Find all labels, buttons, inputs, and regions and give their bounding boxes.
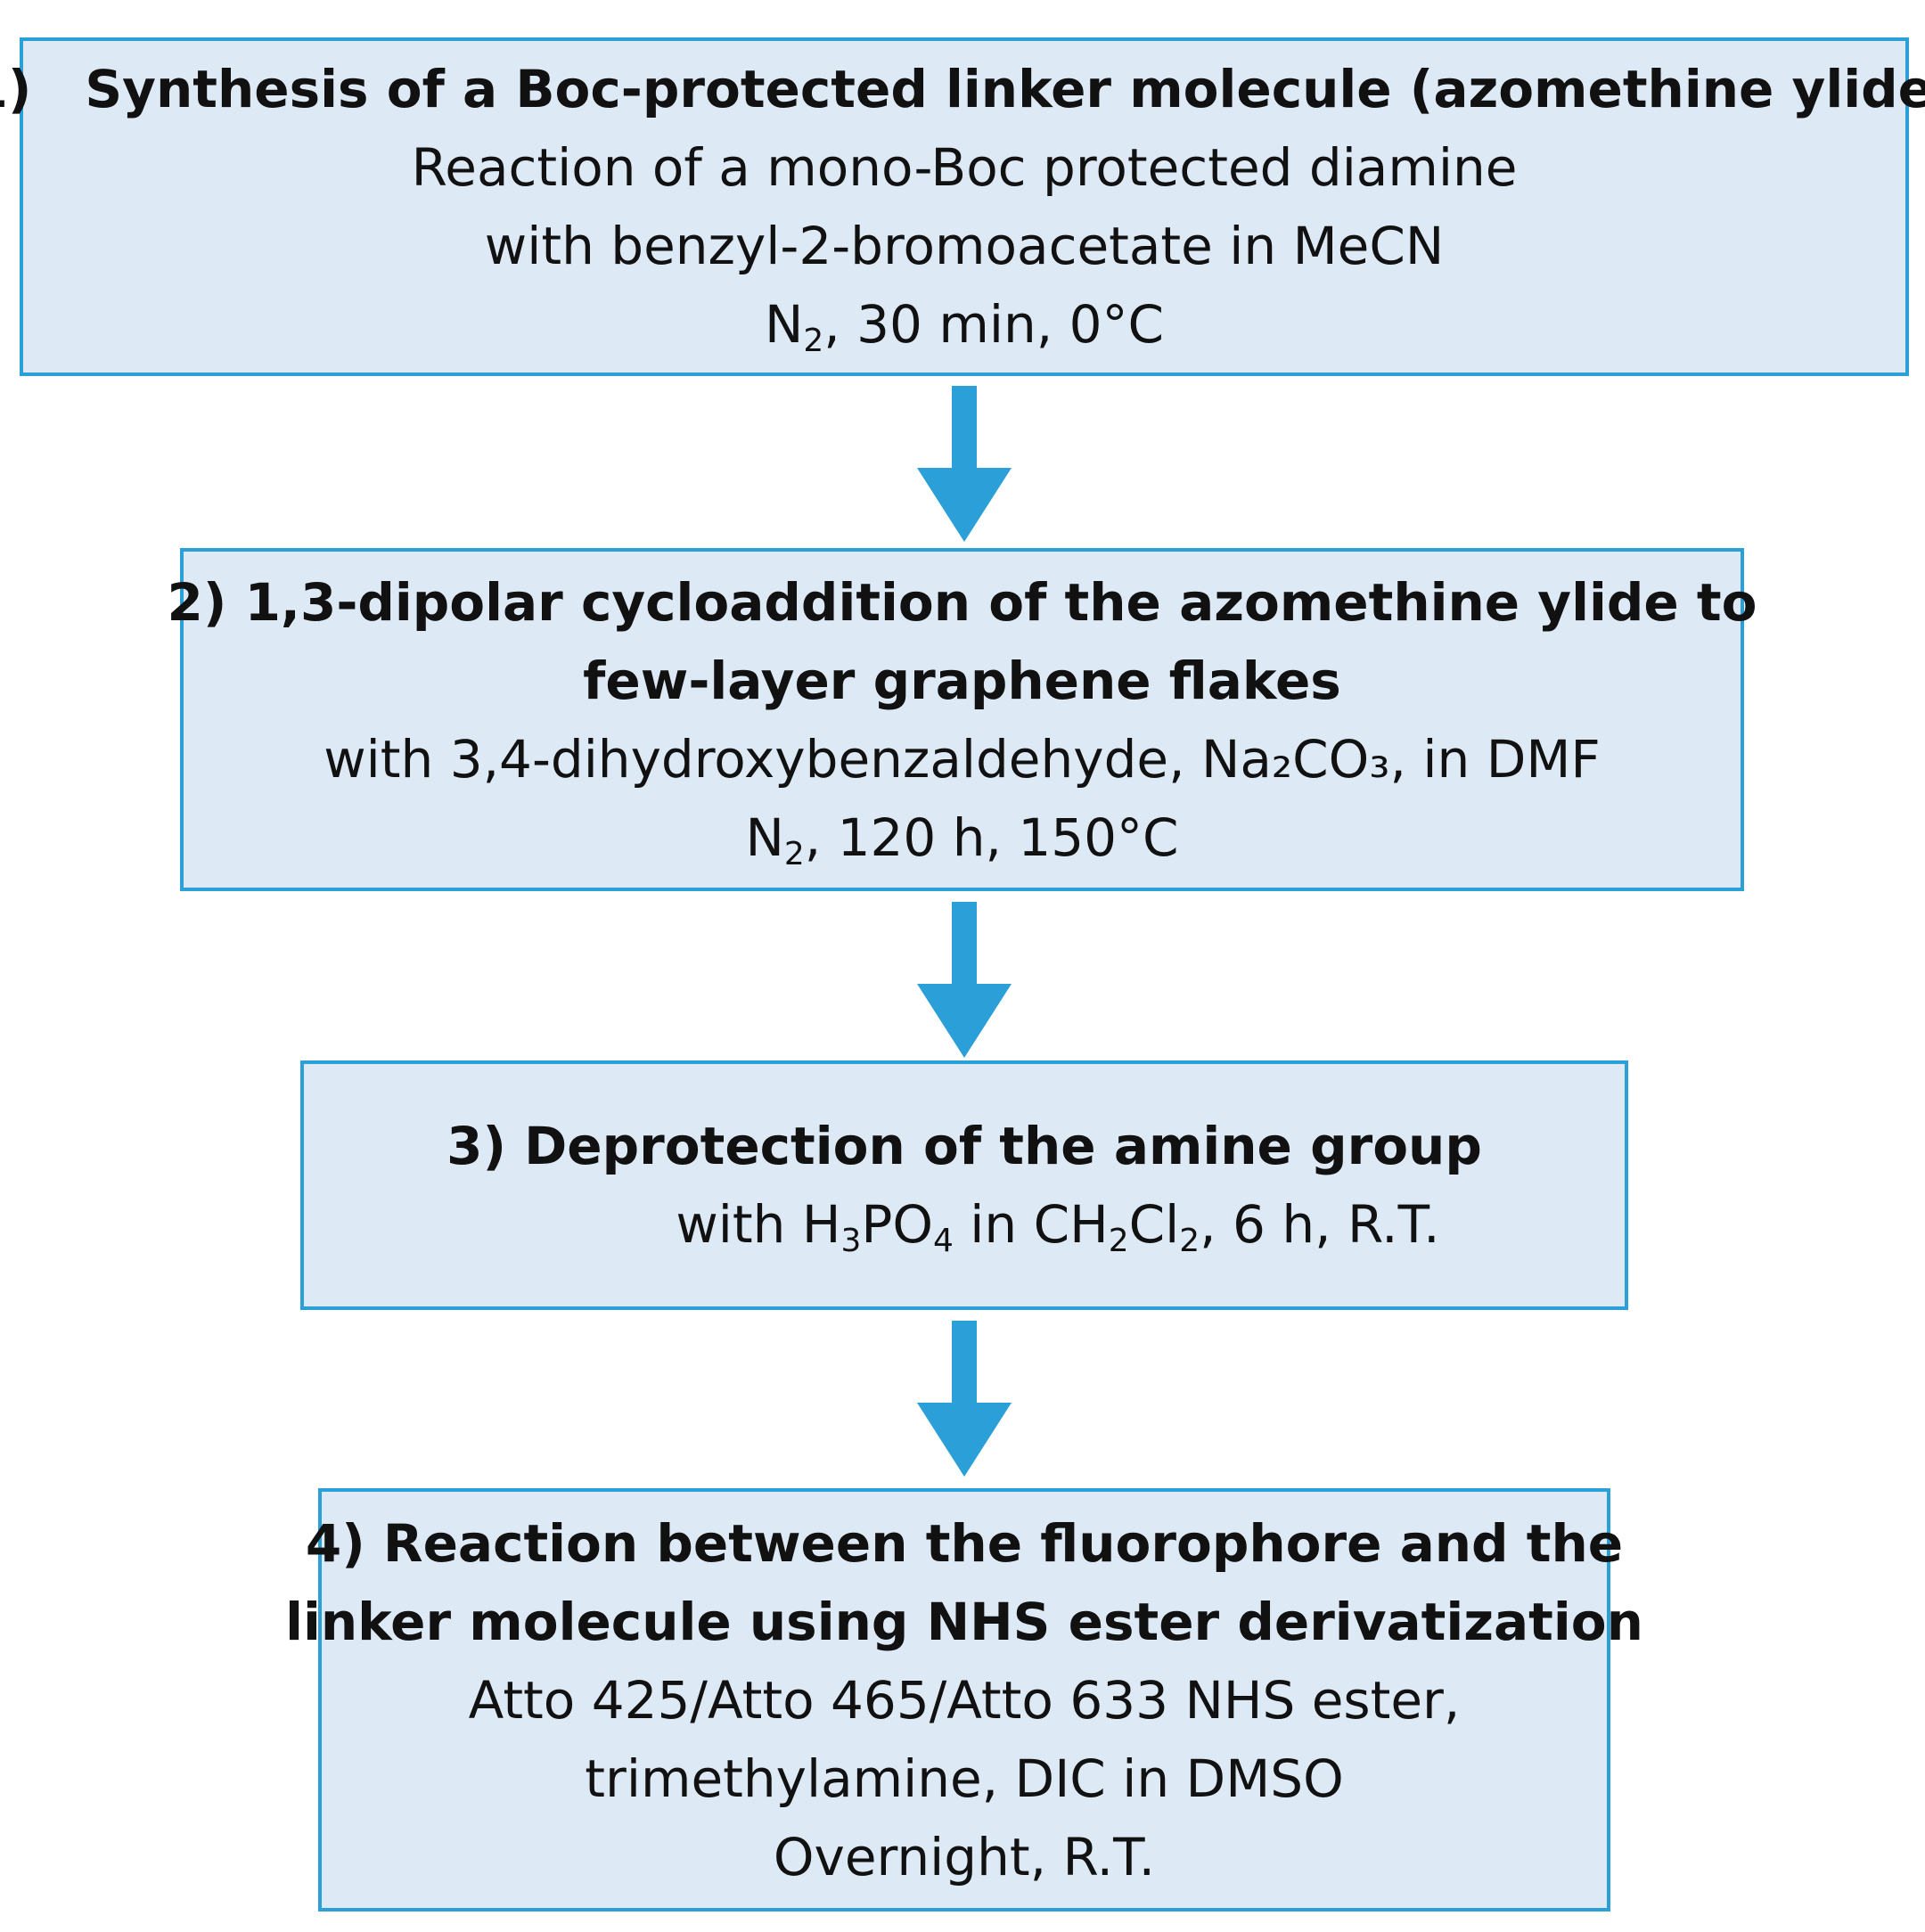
arrow-down-1-shape xyxy=(917,386,1012,542)
step-3-sub-4: 4 xyxy=(933,1223,954,1260)
step-3-sub-2a: 2 xyxy=(1108,1223,1129,1260)
step-2-line-2: N2, 120 h, 150°C xyxy=(745,798,1178,877)
arrow-down-2 xyxy=(917,902,1012,1058)
step-2-title-line-2: few-layer graphene flakes xyxy=(583,650,1341,711)
step-4-title-line-1: 4) Reaction between the fluorophore and … xyxy=(305,1512,1624,1574)
arrow-down-1 xyxy=(917,386,1012,542)
step-4-title-line-2: linker molecule using NHS ester derivati… xyxy=(285,1591,1643,1652)
step-2-conditions-prefix: N xyxy=(745,806,784,868)
step-1-title: Synthesis of a Boc-protected linker mole… xyxy=(85,59,1925,119)
step-2-line-1: with 3,4-dihydroxybenzaldehyde, Na₂CO₃, … xyxy=(324,728,1601,790)
step-1-number: 1) xyxy=(0,59,32,119)
step-3-sub-2b: 2 xyxy=(1179,1223,1200,1260)
step-4-box: 4) Reaction between the fluorophore and … xyxy=(285,1488,1643,1912)
step-3-box: 3) Deprotection of the amine group with … xyxy=(300,1060,1628,1310)
step-4-line-1: Atto 425/Atto 465/Atto 633 NHS ester, xyxy=(468,1669,1461,1731)
step-3-text-in-ch: in CH xyxy=(953,1194,1109,1255)
step-1-conditions-subscript: 2 xyxy=(803,323,824,360)
step-2-conditions-suffix: , 120 h, 150°C xyxy=(804,806,1179,868)
step-1-conditions-prefix: N xyxy=(764,294,804,355)
step-1-title-line: 1) Synthesis of a Boc-protected linker mo… xyxy=(0,50,1925,128)
step-4-line-2: trimethylamine, DIC in DMSO xyxy=(585,1748,1344,1809)
arrow-down-3 xyxy=(917,1321,1012,1477)
step-1-conditions-suffix: , 30 min, 0°C xyxy=(823,294,1165,355)
step-4-line-3: Overnight, R.T. xyxy=(773,1826,1156,1887)
step-3-sub-3: 3 xyxy=(840,1223,862,1260)
arrow-down-3-shape xyxy=(917,1321,1012,1477)
step-3-text-cl: Cl xyxy=(1128,1194,1180,1255)
arrow-down-2-shape xyxy=(917,902,1012,1058)
step-1-box: 1) Synthesis of a Boc-protected linker mo… xyxy=(0,37,1925,376)
step-3-text-with-h: with H xyxy=(676,1194,841,1255)
step-1-line-1: Reaction of a mono-Boc protected diamine xyxy=(411,137,1518,198)
step-3-conditions: with H3PO4 in CH2Cl2, 6 h, R.T. xyxy=(488,1185,1439,1264)
step-2-title-line-1: 2) 1,3-dipolar cycloaddition of the azom… xyxy=(167,571,1757,633)
step-3-title: 3) Deprotection of the amine group xyxy=(446,1116,1482,1176)
step-2-conditions-subscript: 2 xyxy=(783,835,805,872)
step-1-line-3: N2, 30 min, 0°C xyxy=(765,285,1164,364)
step-2-box: 2) 1,3-dipolar cycloaddition of the azom… xyxy=(168,548,1757,891)
step-1-line-2: with benzyl-2-bromoacetate in MeCN xyxy=(484,216,1445,276)
step-3-text-time: , 6 h, R.T. xyxy=(1200,1194,1440,1255)
step-3-text-po: PO xyxy=(861,1194,933,1255)
